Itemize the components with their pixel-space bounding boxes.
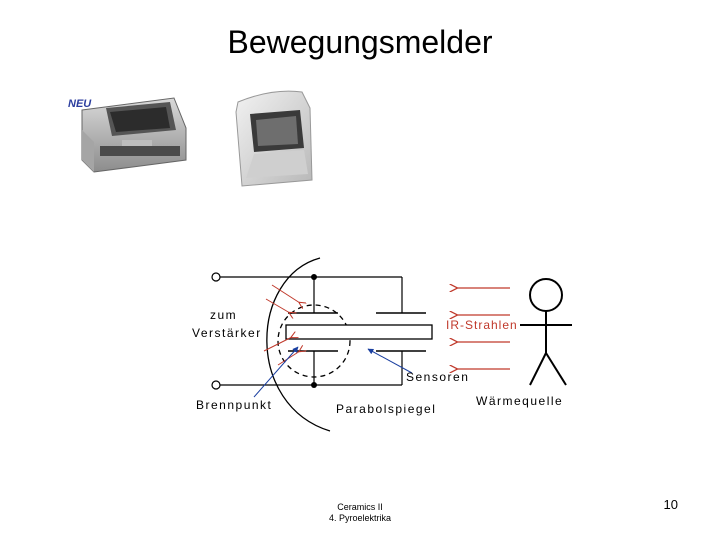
label-zum: zum [210, 308, 237, 322]
motion-detector-photo-2 [232, 88, 316, 188]
page-number: 10 [664, 497, 678, 512]
label-ir-strahlen: IR-Strahlen [446, 318, 518, 332]
label-brennpunkt: Brennpunkt [196, 398, 272, 412]
pyroelectric-sensor-diagram: zum Verstärker IR-Strahlen Sensoren Bren… [180, 255, 600, 435]
terminal-bottom [212, 381, 220, 389]
heat-source-figure [520, 279, 572, 385]
sensor-element [286, 325, 432, 339]
slide-title: Bewegungsmelder [0, 24, 720, 61]
neu-badge: NEU [68, 98, 92, 110]
label-waermequelle: Wärmequelle [476, 394, 563, 408]
footer-chapter: 4. Pyroelektrika [300, 513, 420, 524]
label-verstaerker: Verstärker [192, 326, 262, 340]
label-parabolspiegel: Parabolspiegel [336, 402, 436, 416]
motion-detector-photo-1: NEU [66, 90, 192, 178]
brennpunkt-leader [254, 347, 298, 397]
label-sensoren: Sensoren [406, 370, 469, 384]
slide-footer: Ceramics II 4. Pyroelektrika [300, 502, 420, 524]
footer-course: Ceramics II [300, 502, 420, 513]
terminal-top [212, 273, 220, 281]
